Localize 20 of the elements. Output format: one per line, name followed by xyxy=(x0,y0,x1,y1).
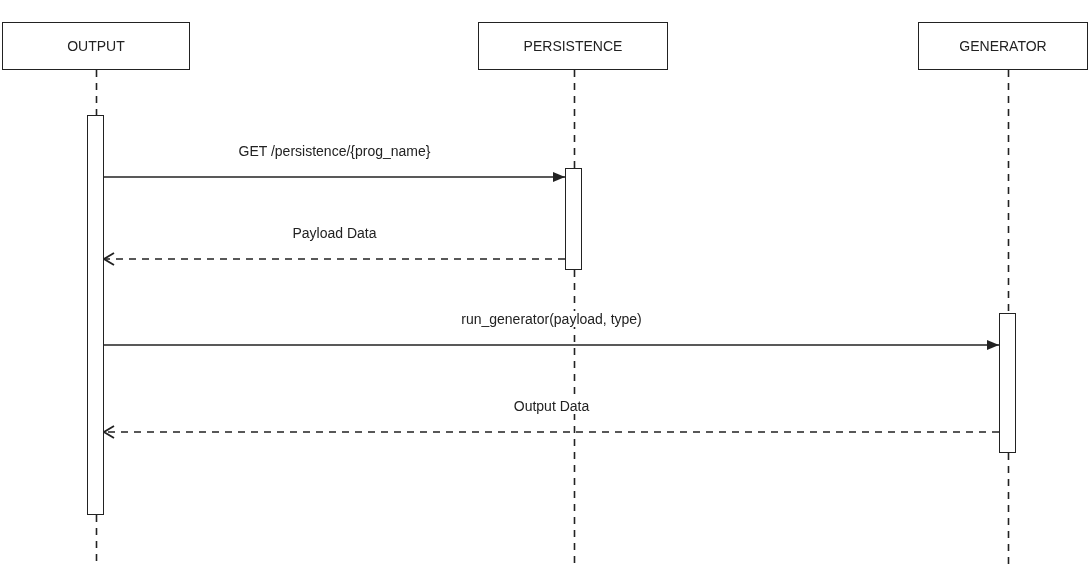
message-label: Output Data xyxy=(511,398,592,414)
lifeline xyxy=(1007,69,1010,314)
activation-bar xyxy=(565,168,582,270)
message-label: Payload Data xyxy=(290,225,379,241)
message-arrow xyxy=(103,172,566,182)
participant-box xyxy=(478,22,668,70)
message-arrow xyxy=(103,425,1000,439)
message-label: run_generator(payload, type) xyxy=(459,311,644,327)
participant-box xyxy=(2,22,190,70)
lifeline xyxy=(95,69,98,116)
activation-bar xyxy=(87,115,104,515)
activation-bar xyxy=(999,313,1016,453)
lifeline xyxy=(573,69,576,169)
message-label: GET /persistence/{prog_name} xyxy=(236,143,433,159)
participant-name: OUTPUT xyxy=(67,38,125,54)
participant-box xyxy=(918,22,1088,70)
message-arrow xyxy=(103,252,566,266)
participant-name: PERSISTENCE xyxy=(523,38,623,54)
message-arrow xyxy=(103,340,1000,350)
participant-name: GENERATOR xyxy=(959,38,1047,54)
